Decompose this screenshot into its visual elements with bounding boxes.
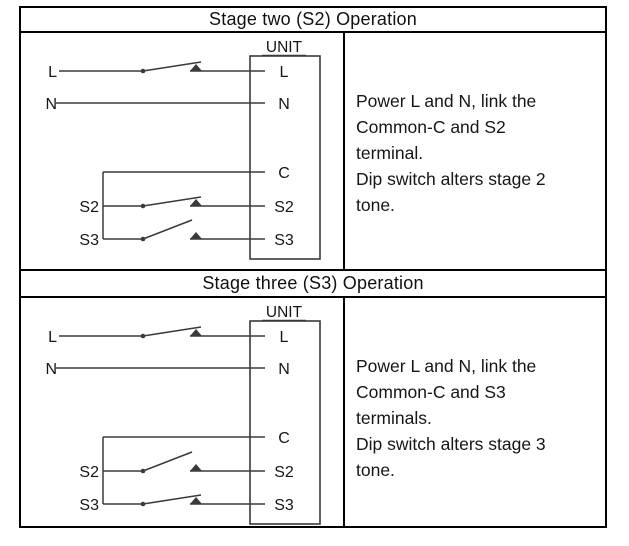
unit-label: UNIT	[266, 304, 303, 321]
left-label-S2: S2	[79, 199, 99, 216]
description-line: tone.	[356, 460, 395, 480]
unit-terminal-label-S2: S2	[274, 199, 294, 216]
switch-contact-triangle-S2	[190, 464, 202, 471]
description-line: terminals.	[356, 408, 432, 428]
switch-pivot-dot-L	[140, 68, 146, 74]
unit-label: UNIT	[266, 39, 303, 56]
stage2-description-cell: Power L and N, link the Common-C and S2 …	[345, 33, 605, 269]
switch-contact-triangle-S3	[190, 497, 202, 504]
unit-terminal-label-N: N	[278, 96, 290, 113]
switch-contact-triangle-L	[190, 329, 202, 336]
switch-contact-triangle-S3	[190, 232, 202, 239]
left-label-S2: S2	[79, 464, 99, 481]
switch-blade-L-closed	[142, 326, 202, 337]
switch-blade-S3-closed	[142, 494, 202, 505]
description-line: tone.	[356, 195, 395, 215]
switch-pivot-dot-S3	[140, 501, 146, 507]
unit-terminal-label-C: C	[278, 430, 290, 447]
switch-blade-S2-closed	[142, 196, 202, 207]
left-label-S3: S3	[79, 497, 99, 514]
description-line: Common-C and S2	[356, 117, 506, 137]
switch-pivot-dot-S2	[140, 203, 146, 209]
left-label-N: N	[45, 361, 57, 378]
unit-terminal-label-S2: S2	[274, 464, 294, 481]
description-line: Dip switch alters stage 2	[356, 169, 546, 189]
description-line: terminal.	[356, 143, 424, 163]
unit-terminal-label-S3: S3	[274, 497, 294, 514]
unit-box	[249, 320, 321, 525]
switch-contact-triangle-L	[190, 64, 202, 71]
unit-terminal-label-N: N	[278, 361, 290, 378]
stage3-title: Stage three (S3) Operation	[202, 273, 424, 293]
description-line: Power L and N, link the	[356, 91, 537, 111]
description-line: Dip switch alters stage 3	[356, 434, 546, 454]
stage3-description-cell: Power L and N, link the Common-C and S3 …	[345, 298, 605, 526]
unit-terminal-label-S3: S3	[274, 232, 294, 249]
switch-blade-L-closed	[142, 61, 202, 72]
left-label-L: L	[48, 64, 57, 81]
description-line: Power L and N, link the	[356, 356, 537, 376]
left-label-N: N	[45, 96, 57, 113]
switch-contact-triangle-S2	[190, 199, 202, 206]
stage3-title-row: Stage three (S3) Operation	[21, 271, 605, 298]
stage2-title: Stage two (S2) Operation	[209, 9, 417, 29]
left-label-S3: S3	[79, 232, 99, 249]
switch-pivot-dot-L	[140, 333, 146, 339]
description-line: Common-C and S3	[356, 382, 506, 402]
switch-blade-S3-open	[142, 219, 193, 240]
unit-terminal-label-L: L	[280, 329, 289, 346]
stage2-title-row: Stage two (S2) Operation	[21, 8, 605, 33]
unit-box	[249, 55, 321, 260]
switch-blade-S2-open	[142, 451, 193, 472]
unit-terminal-label-C: C	[278, 165, 290, 182]
unit-terminal-label-L: L	[280, 64, 289, 81]
left-label-L: L	[48, 329, 57, 346]
